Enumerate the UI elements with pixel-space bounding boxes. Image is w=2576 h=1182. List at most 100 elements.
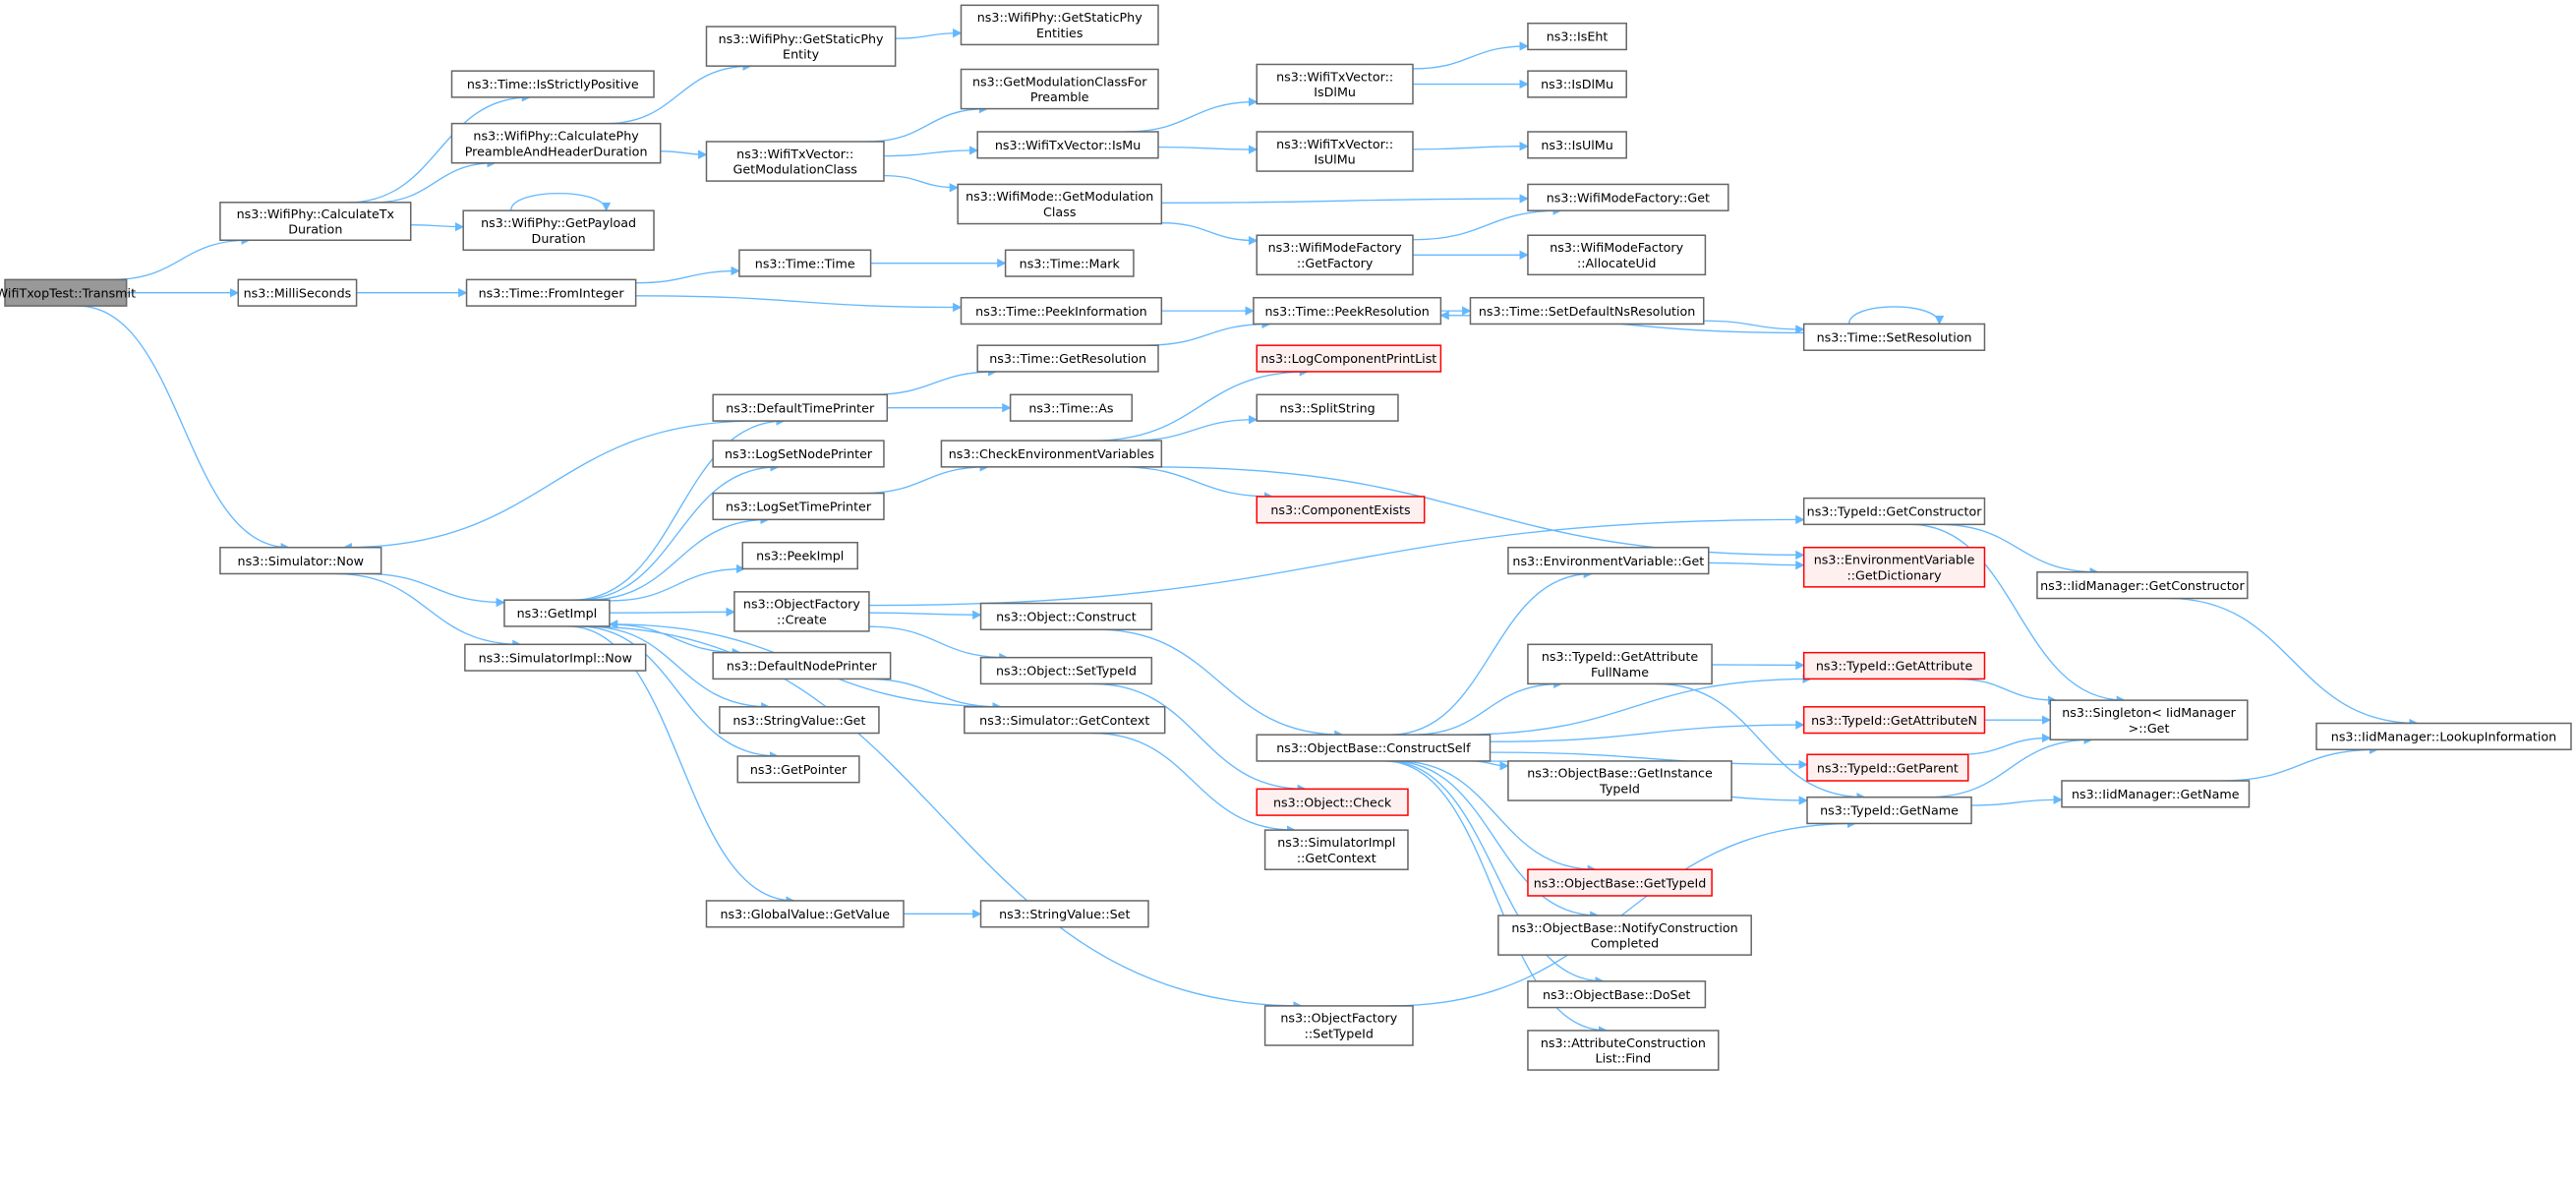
node-peekInfo[interactable]: ns3::Time::PeekInformation <box>960 296 1163 325</box>
edge-iidGetName-to-lookupInfo <box>2221 744 2379 782</box>
node-box <box>462 209 655 252</box>
node-fromInteger[interactable]: ns3::Time::FromInteger <box>465 278 637 307</box>
node-typeIdGetName[interactable]: ns3::TypeId::GetName <box>1806 796 1972 825</box>
node-timeAs[interactable]: ns3::Time::As <box>1009 393 1134 422</box>
node-logCompPrintList[interactable]: ns3::LogComponentPrintList <box>1256 344 1442 373</box>
node-setRes[interactable]: ns3::Time::SetResolution <box>1802 323 1986 351</box>
node-objSetTypeId[interactable]: ns3::Object::SetTypeId <box>979 656 1153 685</box>
node-logSetTimePrinter[interactable]: ns3::LogSetTimePrinter <box>712 492 885 521</box>
node-getRes[interactable]: ns3::Time::GetResolution <box>976 344 1159 373</box>
node-envVarGet[interactable]: ns3::EnvironmentVariable::Get <box>1507 546 1710 575</box>
node-box <box>1256 234 1414 276</box>
node-getAttributeN[interactable]: ns3::TypeId::GetAttributeN <box>1802 706 1986 735</box>
node-getFactory[interactable]: ns3::WifiModeFactory::GetFactory <box>1256 234 1414 276</box>
node-milliSeconds[interactable]: ns3::MilliSeconds <box>237 278 358 307</box>
node-label: ns3::DefaultTimePrinter <box>726 400 875 415</box>
node-isUlMuFn[interactable]: ns3::IsUlMu <box>1527 131 1627 159</box>
node-getPointer[interactable]: ns3::GetPointer <box>736 755 860 784</box>
node-transmit[interactable]: WifiTxopTest::Transmit <box>0 278 136 307</box>
node-simulatorImplNow[interactable]: ns3::SimulatorImpl::Now <box>464 643 647 672</box>
node-box <box>1802 651 1986 680</box>
node-iidGetConstructor[interactable]: ns3::IidManager::GetConstructor <box>2036 571 2249 600</box>
node-objCheck[interactable]: ns3::Object::Check <box>1256 788 1409 816</box>
edge-objFactoryCreate-to-objConstruct <box>868 610 982 620</box>
node-iidGetName[interactable]: ns3::IidManager::GetName <box>2061 780 2251 808</box>
node-peekRes[interactable]: ns3::Time::PeekResolution <box>1253 296 1442 325</box>
node-notifyConstruction[interactable]: ns3::ObjectBase::NotifyConstructionCompl… <box>1497 915 1752 956</box>
node-box <box>1469 296 1705 325</box>
node-label: ns3::ObjectFactory <box>1280 1011 1397 1026</box>
node-singletonGet[interactable]: ns3::Singleton< IidManager>::Get <box>2049 699 2249 740</box>
node-modeGetModClass[interactable]: ns3::WifiMode::GetModulationClass <box>957 183 1163 225</box>
node-box <box>960 4 1159 46</box>
node-typeIdGetConstructor[interactable]: ns3::TypeId::GetConstructor <box>1802 497 1986 526</box>
node-box <box>979 656 1153 685</box>
node-objFactorySetTypeId[interactable]: ns3::ObjectFactory::SetTypeId <box>1263 1005 1414 1046</box>
node-globalValueGetValue[interactable]: ns3::GlobalValue::GetValue <box>705 900 905 928</box>
node-simulatorNow[interactable]: ns3::Simulator::Now <box>219 546 382 575</box>
node-constructSelf[interactable]: ns3::ObjectBase::ConstructSelf <box>1256 734 1492 762</box>
node-label: Entity <box>783 47 820 62</box>
node-isEht[interactable]: ns3::IsEht <box>1527 22 1627 51</box>
node-label: ns3::TypeId::GetParent <box>1817 760 1959 775</box>
node-label: ns3::ObjectBase::ConstructSelf <box>1276 740 1471 755</box>
node-box <box>4 278 128 307</box>
node-modeFactoryGet[interactable]: ns3::WifiModeFactory::Get <box>1527 183 1729 211</box>
node-calcPhyPre[interactable]: ns3::WifiPhy::CalculatePhyPreambleAndHea… <box>450 122 662 164</box>
node-isDlMuFn[interactable]: ns3::IsDlMu <box>1527 70 1627 98</box>
node-defaultNodePrinter[interactable]: ns3::DefaultNodePrinter <box>712 651 892 680</box>
node-envGetDict[interactable]: ns3::EnvironmentVariable::GetDictionary <box>1802 546 1986 588</box>
node-objFactoryCreate[interactable]: ns3::ObjectFactory::Create <box>733 591 870 632</box>
node-getModClass[interactable]: ns3::WifiTxVector::GetModulationClass <box>705 141 885 182</box>
node-defaultTimePrinter[interactable]: ns3::DefaultTimePrinter <box>712 393 889 422</box>
node-box <box>1527 131 1627 159</box>
node-setDefaultNs[interactable]: ns3::Time::SetDefaultNsResolution <box>1469 296 1705 325</box>
node-peekImpl[interactable]: ns3::PeekImpl <box>741 541 858 570</box>
node-box <box>219 202 412 242</box>
node-objConstruct[interactable]: ns3::Object::Construct <box>979 602 1153 631</box>
node-doSet[interactable]: ns3::ObjectBase::DoSet <box>1527 980 1707 1009</box>
node-isDlMu[interactable]: ns3::WifiTxVector::IsDlMu <box>1256 63 1414 105</box>
node-label: ns3::StringValue::Get <box>732 713 865 728</box>
node-getParent[interactable]: ns3::TypeId::GetParent <box>1806 753 1969 782</box>
node-allocateUid[interactable]: ns3::WifiModeFactory::AllocateUid <box>1527 234 1707 276</box>
edge-calcTx-to-isStrictly <box>348 92 532 204</box>
node-box <box>976 344 1159 373</box>
node-label: ns3::LogComponentPrintList <box>1260 351 1436 366</box>
node-label: ::AllocateUid <box>1577 256 1656 270</box>
node-timeTime[interactable]: ns3::Time::Time <box>738 249 872 277</box>
node-box <box>979 602 1153 631</box>
node-timeMark[interactable]: ns3::Time::Mark <box>1004 249 1135 277</box>
node-label: ns3::Object::SetTypeId <box>996 664 1137 679</box>
node-simGetContext[interactable]: ns3::Simulator::GetContext <box>964 706 1166 735</box>
edge-getImpl-to-logSetTimePrinter <box>586 514 770 601</box>
node-logSetNodePrinter[interactable]: ns3::LogSetNodePrinter <box>712 440 885 468</box>
node-lookupInfo[interactable]: ns3::IidManager::LookupInformation <box>2315 722 2572 750</box>
node-checkEnv[interactable]: ns3::CheckEnvironmentVariables <box>940 440 1163 468</box>
node-label: ns3::WifiModeFactory::Get <box>1547 190 1710 205</box>
node-label: ns3::IsEht <box>1547 30 1609 44</box>
node-isUlMu[interactable]: ns3::WifiTxVector::IsUlMu <box>1256 131 1414 172</box>
node-isStrictly[interactable]: ns3::Time::IsStrictlyPositive <box>450 70 655 98</box>
node-getImpl[interactable]: ns3::GetImpl <box>503 599 611 627</box>
node-label: ns3::Object::Construct <box>996 610 1137 624</box>
edge-checkEnv-to-componentExists <box>1119 466 1274 502</box>
node-simImplGetContext[interactable]: ns3::SimulatorImpl::GetContext <box>1263 829 1409 870</box>
node-isMu[interactable]: ns3::WifiTxVector::IsMu <box>976 131 1159 159</box>
node-stringValueGet[interactable]: ns3::StringValue::Get <box>719 706 880 735</box>
node-getAttribute[interactable]: ns3::TypeId::GetAttribute <box>1802 651 1986 680</box>
node-label: ns3::StringValue::Set <box>999 907 1130 921</box>
node-splitString[interactable]: ns3::SplitString <box>1256 393 1399 422</box>
node-componentExists[interactable]: ns3::ComponentExists <box>1256 496 1426 524</box>
node-getTypeId[interactable]: ns3::ObjectBase::GetTypeId <box>1527 868 1713 897</box>
node-label: ns3::WifiTxVector:: <box>736 147 853 161</box>
node-stringValueSet[interactable]: ns3::StringValue::Set <box>979 900 1149 928</box>
